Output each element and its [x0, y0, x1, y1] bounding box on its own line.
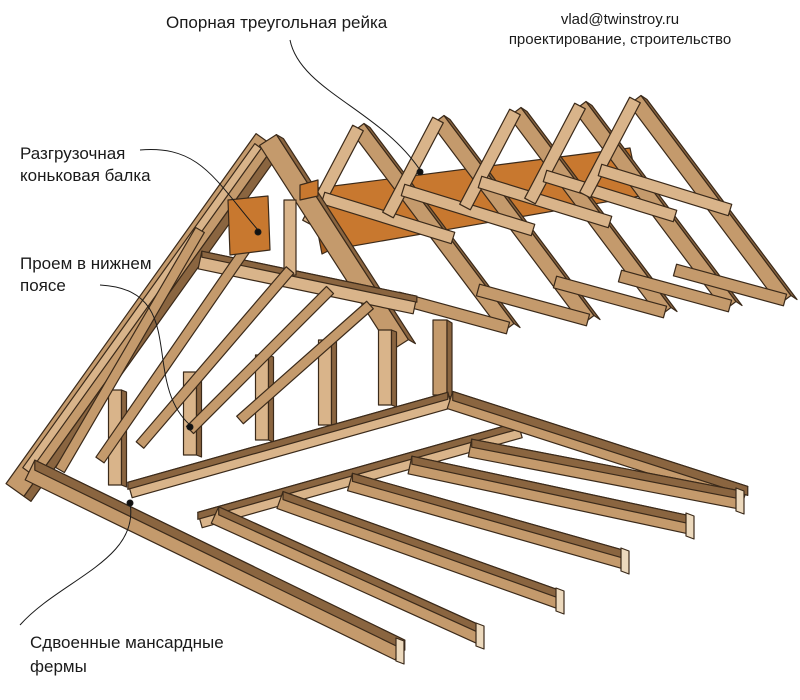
dot-trusses	[126, 499, 134, 507]
contact-services: проектирование, строительство	[508, 31, 732, 48]
joist-end-4	[685, 512, 695, 540]
floor-beam-right-side	[452, 390, 749, 497]
knee-wall-3	[552, 275, 668, 319]
knee-wall-4	[617, 269, 733, 313]
slope-rafter-1	[55, 226, 205, 474]
collar-tie-2	[400, 183, 536, 237]
joist-end-2	[555, 587, 565, 615]
collar-tie-5	[597, 163, 733, 217]
knee-post-4-side	[330, 339, 338, 428]
label-opening-1: Проем в нижнем	[20, 254, 152, 273]
knee-post-5	[377, 329, 393, 406]
rafter-left-2	[382, 116, 444, 219]
knee-post-1-side	[120, 389, 128, 488]
dot-opening	[186, 423, 194, 431]
slope-rafter-3	[135, 266, 295, 449]
rafter-left-5	[579, 96, 641, 199]
slope-rafter-4	[185, 285, 335, 435]
slope-rafter-5	[236, 300, 374, 425]
joist-end-3	[620, 547, 630, 575]
contact-email: vlad@twinstroy.ru	[560, 11, 680, 28]
label-ridge-beam-2: коньковая балка	[20, 166, 151, 185]
contact-block: vlad@twinstroy.ru проектирование, строит…	[505, 10, 735, 50]
label-trusses-2: фермы	[30, 657, 87, 676]
rafter-right-3-side	[520, 106, 678, 313]
floor-beam-front-side	[34, 459, 406, 651]
leader-opening	[99, 284, 191, 426]
knee-wall-5	[672, 263, 788, 307]
front-collar-tie-side	[201, 250, 418, 303]
front-right-post	[432, 319, 448, 396]
joist-end-6	[395, 637, 405, 665]
rafter-left-4	[524, 102, 586, 205]
front-post	[283, 199, 297, 276]
collar-tie-4	[542, 169, 678, 223]
support-lath	[299, 179, 319, 201]
front-rafter-left-inner	[22, 143, 262, 473]
joist-end-1	[475, 622, 485, 650]
rafter-left-3	[459, 108, 521, 211]
knee-wall-2	[475, 283, 591, 327]
floor-beam-cross-1-side	[127, 391, 449, 490]
rafter-right-4-side	[585, 100, 743, 307]
label-ridge-beam-1: Разгрузочная	[20, 144, 126, 163]
dot-support-lath	[416, 168, 424, 176]
knee-post-5-side	[390, 329, 398, 408]
label-opening-2: поясе	[20, 276, 66, 295]
leader-support-lath	[289, 39, 421, 171]
label-support-lath: Опорная треугольная рейка	[166, 13, 388, 32]
collar-tie-1	[320, 191, 456, 245]
collar-tie-3	[477, 175, 613, 229]
ridge-block	[227, 195, 271, 256]
leader-trusses	[19, 502, 132, 626]
label-trusses-1: Сдвоенные мансардные	[30, 633, 224, 652]
rafter-right-5-side	[640, 94, 798, 301]
joist-end-5	[735, 487, 745, 515]
dot-ridge-beam	[254, 228, 262, 236]
leader-ridge-beam	[139, 149, 259, 231]
front-right-post-side	[446, 319, 453, 399]
